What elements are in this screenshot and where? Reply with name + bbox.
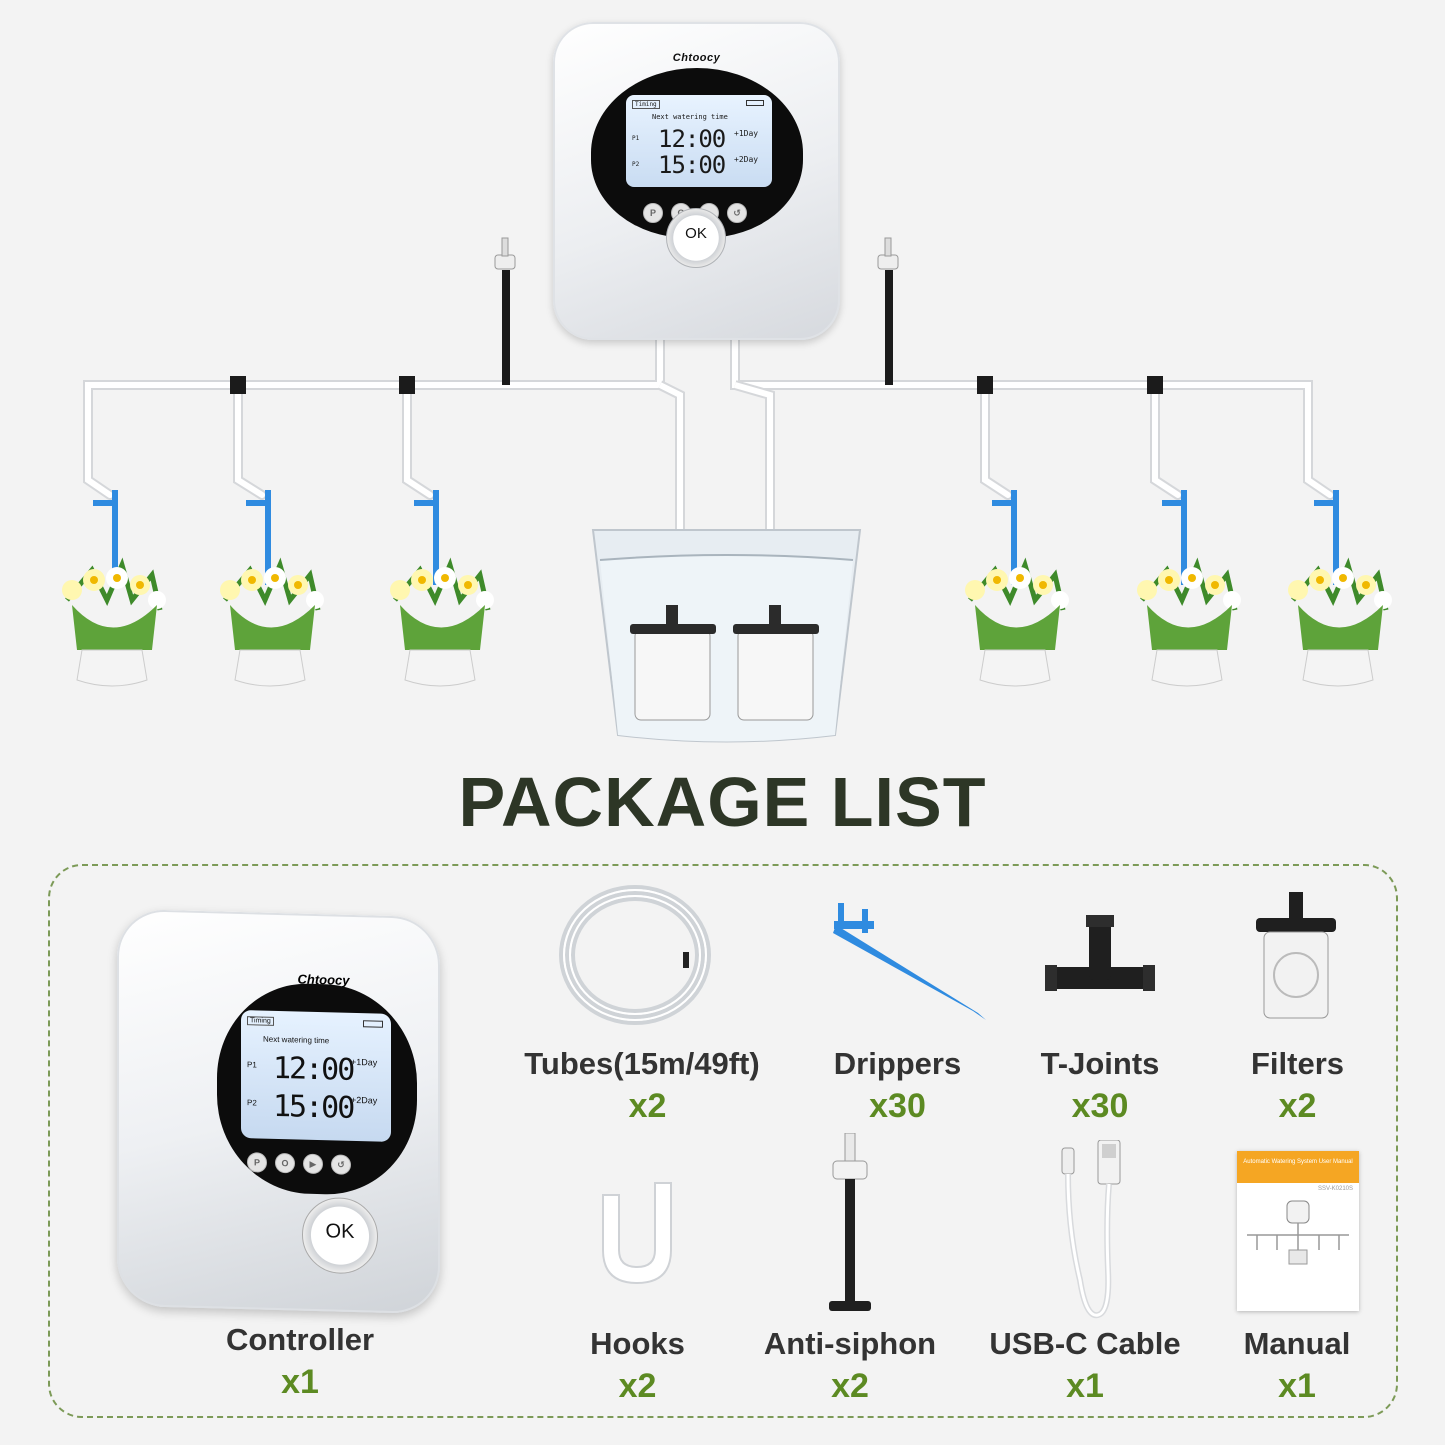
water-bucket	[591, 529, 862, 743]
package-list-box	[48, 864, 1398, 1418]
tube-coil-image	[559, 885, 711, 1025]
play-pause-button[interactable]: ▶	[303, 1153, 323, 1175]
item-label-t-joints: T-Joints	[1040, 1046, 1160, 1081]
lcd-caption: Next watering time	[652, 113, 728, 121]
ok-knob-bottom[interactable]: OK	[302, 1196, 378, 1275]
brand-logo-bottom: Chtoocy	[297, 971, 350, 988]
reset-button[interactable]: ↺	[727, 203, 747, 223]
item-qty-usb-c-cable: x1	[1066, 1367, 1104, 1405]
lcd-mode: Timing	[632, 100, 660, 109]
anti-siphon-right	[877, 237, 899, 385]
lcd-row1-port: P1	[632, 135, 640, 142]
battery-icon	[746, 100, 764, 106]
item-qty-tubes: x2	[628, 1087, 667, 1125]
page-title: PACKAGE LIST	[458, 763, 987, 841]
item-label-anti-siphon: Anti-siphon	[763, 1326, 937, 1361]
item-label-hooks: Hooks	[590, 1326, 685, 1361]
ok-knob[interactable]: OK	[666, 208, 726, 268]
brand-logo: Chtoocy	[672, 52, 721, 64]
item-label-manual: Manual	[1243, 1326, 1351, 1361]
item-qty-hooks: x2	[618, 1367, 657, 1405]
usb-c-cable-image	[1061, 1140, 1121, 1319]
ok-knob-label: OK	[325, 1220, 355, 1243]
lcd-row2-port-bottom: P2	[247, 1098, 257, 1108]
lcd-row2-suffix: +2Day	[734, 155, 759, 164]
item-label-drippers: Drippers	[833, 1046, 962, 1081]
left-main-tube	[83, 315, 665, 500]
dripper-set	[93, 490, 1339, 585]
right-main-tube	[730, 315, 1335, 500]
t-joint-marker	[1147, 376, 1163, 394]
manual-image: Automatic Watering System User Manual SS…	[1237, 1151, 1359, 1311]
lcd-row1-time-bottom: 12:00	[273, 1050, 354, 1088]
program-button[interactable]: P	[247, 1152, 267, 1173]
anti-siphon-image	[829, 1133, 871, 1311]
potted-plants	[62, 557, 1392, 687]
t-joint-marker	[977, 376, 993, 394]
manual-heading: Automatic Watering System User Manual	[1237, 1151, 1359, 1183]
item-qty-controller: x1	[281, 1363, 319, 1401]
hook-image	[602, 1182, 672, 1285]
watering-system-illustration: Chtoocy Timing Next watering time P1 12:…	[62, 22, 1392, 743]
tubing-diagram	[62, 237, 1392, 743]
controller-device-top: Chtoocy Timing Next watering time P1 12:…	[553, 22, 840, 340]
item-qty-anti-siphon: x2	[831, 1367, 869, 1405]
lcd-row1-suffix: +1Day	[734, 129, 759, 138]
t-joint-marker	[230, 376, 246, 394]
item-qty-drippers: x30	[869, 1087, 926, 1125]
manual-model: SSV-K0210S	[1317, 1186, 1353, 1192]
item-qty-t-joints: x30	[1071, 1087, 1129, 1125]
lcd-row1-time: 12:00	[658, 125, 726, 153]
lcd-caption-bottom: Next watering time	[263, 1034, 330, 1046]
lcd-row2-suffix-bottom: +2Day	[351, 1094, 378, 1106]
lcd-display-bottom: Timing Next watering time P1 12:00 +1Day…	[241, 1010, 391, 1142]
controller-product-image: Chtoocy Timing Next watering time P1 12:…	[117, 908, 440, 1315]
item-label-controller: Controller	[225, 1322, 375, 1357]
lcd-row1-suffix-bottom: +1Day	[351, 1056, 378, 1068]
t-joint-image	[1045, 915, 1155, 991]
filter-image	[1256, 892, 1336, 1019]
cycle-button[interactable]: O	[275, 1152, 295, 1174]
lcd-mode-bottom: Timing	[247, 1016, 274, 1026]
reset-button[interactable]: ↺	[331, 1154, 351, 1175]
lcd-row1-port-bottom: P1	[247, 1060, 257, 1070]
anti-siphon-left	[494, 237, 516, 385]
item-label-usb-c-cable: USB-C Cable	[989, 1326, 1181, 1361]
item-label-filters: Filters	[1250, 1046, 1345, 1081]
program-button[interactable]: P	[643, 203, 663, 223]
item-qty-manual: x1	[1278, 1367, 1316, 1405]
t-joint-marker	[399, 376, 415, 394]
lcd-row2-port: P2	[632, 161, 640, 168]
lcd-row2-time-bottom: 15:00	[273, 1088, 354, 1126]
dripper-image	[833, 903, 986, 1020]
item-qty-filters: x2	[1278, 1087, 1317, 1125]
controller-face-bottom: Timing Next watering time P1 12:00 +1Day…	[217, 981, 417, 1197]
manual-diagram-thumbnail	[1247, 1200, 1349, 1265]
item-label-tubes: Tubes(15m/49ft)	[524, 1046, 760, 1081]
lcd-row2-time: 15:00	[658, 151, 726, 179]
lcd-display: Timing Next watering time P1 12:00 +1Day…	[626, 95, 772, 187]
battery-icon	[363, 1020, 383, 1028]
ok-knob-label: OK	[685, 225, 707, 242]
